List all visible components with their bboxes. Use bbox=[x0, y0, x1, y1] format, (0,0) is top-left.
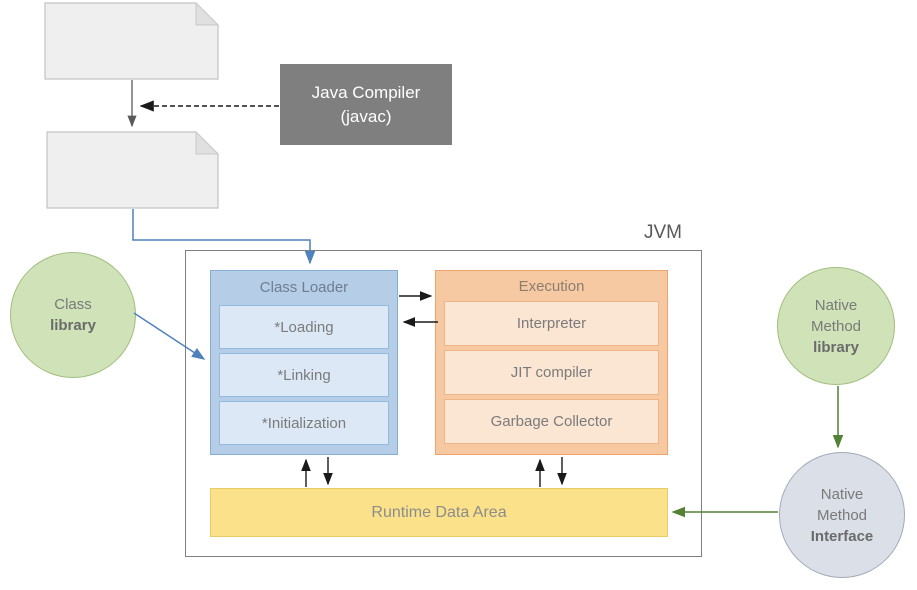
execution-title: Execution bbox=[518, 277, 585, 295]
jvm-title: JVM bbox=[644, 222, 682, 243]
native-method-interface-line1: Native bbox=[820, 485, 864, 503]
native-method-library-line3: library bbox=[813, 338, 859, 356]
native-method-interface-line2: Method bbox=[816, 506, 868, 524]
java-byte-code-node: Java Byte code (.class file) bbox=[47, 132, 218, 208]
class-library-node: Class library bbox=[10, 252, 136, 378]
class-loader-item-initialization: *Initialization bbox=[219, 401, 389, 445]
class-loader-title: Class Loader bbox=[259, 279, 349, 296]
class-loader-item-loading: *Loading bbox=[219, 305, 389, 349]
execution-item-garbage-collector: Garbage Collector bbox=[444, 399, 659, 444]
java-byte-code-label-line2: (.class file) bbox=[96, 172, 169, 189]
runtime-data-area-node: Runtime Data Area bbox=[210, 488, 668, 537]
java-compiler-label-line2: (javac) bbox=[340, 106, 392, 126]
class-loader-item-linking: *Linking bbox=[219, 353, 389, 397]
native-method-library-line2: Method bbox=[810, 317, 862, 335]
jvm-container bbox=[185, 250, 702, 557]
java-source-code-node: Java Source code (.java file) bbox=[45, 3, 218, 79]
class-library-label-line1: Class bbox=[54, 296, 92, 313]
native-method-library-node: Native Method library bbox=[777, 267, 895, 385]
class-library-label-line2: library bbox=[50, 317, 96, 334]
native-method-interface-line3: Interface bbox=[810, 527, 874, 545]
execution-item-jit-compiler: JIT compiler bbox=[444, 350, 659, 395]
java-compiler-label-line1: Java Compiler bbox=[311, 82, 421, 102]
java-compiler-node: Java Compiler (javac) bbox=[280, 64, 452, 145]
execution-engine-node: Execution Interpreter JIT compiler Garba… bbox=[435, 270, 668, 455]
class-loader-node: Class Loader *Loading *Linking *Initiali… bbox=[210, 270, 398, 455]
native-method-interface-node: Native Method Interface bbox=[779, 452, 905, 578]
native-method-library-line1: Native bbox=[814, 296, 858, 314]
java-source-code-label-line1: Java Source code bbox=[71, 21, 192, 38]
java-source-code-label-line2: (.java file) bbox=[98, 43, 165, 60]
execution-item-interpreter: Interpreter bbox=[444, 301, 659, 346]
java-byte-code-label-line1: Java Byte code bbox=[81, 150, 184, 167]
